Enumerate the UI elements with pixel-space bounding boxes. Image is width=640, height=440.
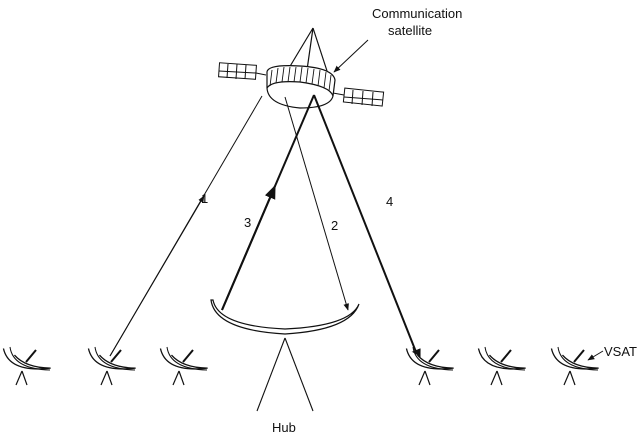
- satellite-label-line1: Communication: [372, 6, 462, 21]
- vsat-dish-icon: [477, 341, 527, 386]
- vsat-dish-icon: [159, 341, 209, 386]
- satellite-label-line2: satellite: [388, 23, 432, 38]
- solar-panel-left: [218, 62, 267, 80]
- vsat-dish-icon: [2, 341, 52, 386]
- hub-antenna: [210, 299, 360, 412]
- link-4-line: [313, 94, 421, 364]
- link-3-label: 3: [244, 215, 251, 230]
- vsat-pointer-arrow: [587, 350, 604, 361]
- vsat-dish-icon: [87, 341, 137, 386]
- communication-satellite: [218, 27, 385, 109]
- link-4-label: 4: [386, 194, 393, 209]
- satellite-body: [266, 65, 336, 109]
- hub-label: Hub: [272, 420, 296, 435]
- link-2-label: 2: [331, 218, 338, 233]
- vsat-dish-icon: [550, 341, 600, 386]
- vsat-label: VSAT: [604, 344, 637, 359]
- solar-panel-right: [332, 87, 385, 107]
- link-2-line: [284, 96, 349, 311]
- vsat-dish-icon: [405, 341, 455, 386]
- link-1-arrow-icon: [109, 195, 205, 357]
- antenna-beams-icon: [288, 27, 329, 75]
- satellite-pointer-arrow: [333, 39, 369, 73]
- link-3-arrow-icon: [221, 184, 276, 311]
- link-1-label: 1: [201, 191, 208, 206]
